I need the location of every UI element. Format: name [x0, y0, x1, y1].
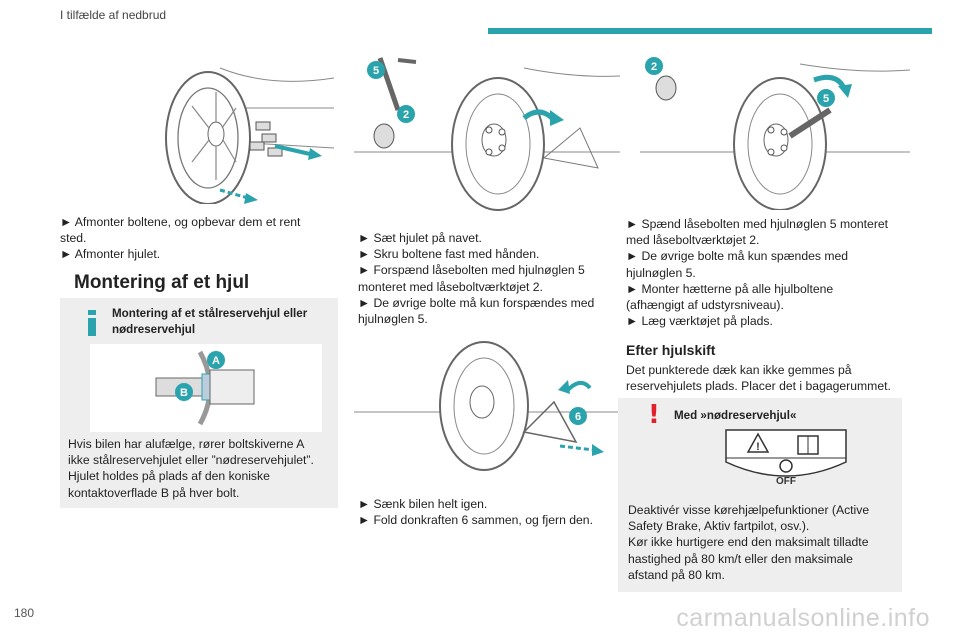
- text-line: monteret med låseboltværktøjet 2.: [358, 279, 543, 294]
- badge-B: [175, 383, 193, 401]
- section-heading: Montering af et hjul: [74, 272, 250, 293]
- info-box: Montering af et stålreservehjul eller nø…: [60, 298, 338, 508]
- text-line: ► Afmonter hjulet.: [60, 247, 161, 262]
- warning-box: ! Med »nødreservehjul« ! OFF Deaktivér v…: [618, 398, 902, 592]
- warning-icon: !: [648, 400, 660, 430]
- badge-5-label: 5: [373, 65, 379, 77]
- adas-off-sticker: ! OFF: [725, 429, 847, 487]
- text-line: reservehjulets plads. Placer det i bagag…: [626, 379, 891, 394]
- wheel-tightening-illustration: 2 5: [640, 57, 910, 210]
- badge-2-label: 2: [403, 109, 409, 121]
- text-line: hjulnøglen 5.: [358, 312, 428, 327]
- page-header-title: I tilfælde af nedbrud: [60, 8, 167, 22]
- text-line: ► Sænk bilen helt igen.: [358, 497, 488, 511]
- badge-5-label: 5: [823, 93, 829, 105]
- badge-A-label: A: [212, 355, 220, 367]
- wheel-removal-illustration: [165, 67, 334, 204]
- col3-instructions: ► Spænd låsebolten med hjulnøglen 5 mont…: [626, 216, 916, 329]
- col1-instructions: ► Afmonter boltene, og opbevar dem et re…: [60, 214, 330, 263]
- subheading: Efter hjulskift: [626, 342, 716, 358]
- svg-text:!: !: [756, 441, 760, 453]
- badge-5: [367, 61, 385, 79]
- badge-5: [817, 89, 835, 107]
- warning-triangle-icon: [746, 432, 770, 453]
- warning-box-text: Deaktivér visse kørehjælpefunktioner (Ac…: [628, 503, 870, 582]
- text-line: med låseboltværktøjet 2.: [626, 233, 760, 248]
- wheel-fitting-illustration: 5 2: [354, 57, 620, 211]
- badge-2: [645, 57, 663, 75]
- text-line: ► Forspænd låsebolten med hjulnøglen 5: [358, 263, 585, 278]
- text-line: (afhængigt af udstyrsniveau).: [626, 298, 784, 313]
- text-line: hjulnøglen 5.: [626, 265, 696, 280]
- text-line: ► Spænd låsebolten med hjulnøglen 5 mont…: [626, 217, 889, 231]
- badge-2-label: 2: [651, 61, 657, 73]
- text-line: sted.: [60, 231, 87, 246]
- info-box-title: Montering af et stålreservehjul eller nø…: [112, 307, 308, 336]
- col2-instructions-top: ► Sæt hjulet på navet. ► Skru boltene fa…: [358, 230, 628, 327]
- jack-lowering-illustration: 6: [354, 341, 620, 471]
- adas-icon: [779, 459, 793, 473]
- bolt-diagram-panel: A B: [90, 344, 322, 432]
- watermark: carmanualsonline.info: [676, 604, 930, 632]
- text-line: ► De øvrige bolte må kun forspændes med: [358, 295, 595, 310]
- bolt-diagram: A B: [155, 350, 255, 426]
- badge-2: [397, 105, 415, 123]
- sticker-off-label: OFF: [776, 476, 796, 487]
- info-box-text: Hvis bilen har alufælge, rører boltskive…: [68, 437, 314, 500]
- after-change-text: Det punkterede dæk kan ikke gemmes på re…: [626, 362, 916, 394]
- badge-6-label: 6: [575, 411, 581, 423]
- warning-box-title: Med »nødreservehjul«: [674, 409, 797, 422]
- badge-A: [207, 351, 225, 369]
- page-number: 180: [14, 606, 35, 620]
- text-line: ► De øvrige bolte må kun spændes med: [626, 249, 849, 264]
- text-line: ► Afmonter boltene, og opbevar dem et re…: [60, 215, 301, 229]
- text-line: ► Skru boltene fast med hånden.: [358, 247, 540, 262]
- col2-instructions-bottom: ► Sænk bilen helt igen. ► Fold donkrafte…: [358, 496, 628, 528]
- text-line: Det punkterede dæk kan ikke gemmes på: [626, 363, 852, 377]
- text-line: ► Læg værktøjet på plads.: [626, 314, 773, 329]
- badge-B-label: B: [180, 387, 188, 399]
- text-line: ► Fold donkraften 6 sammen, og fjern den…: [358, 513, 593, 528]
- text-line: ► Monter hætterne på alle hjulboltene: [626, 281, 834, 296]
- badge-6: [569, 407, 587, 425]
- text-line: ► Sæt hjulet på navet.: [358, 231, 482, 245]
- header-accent-bar: [488, 28, 932, 34]
